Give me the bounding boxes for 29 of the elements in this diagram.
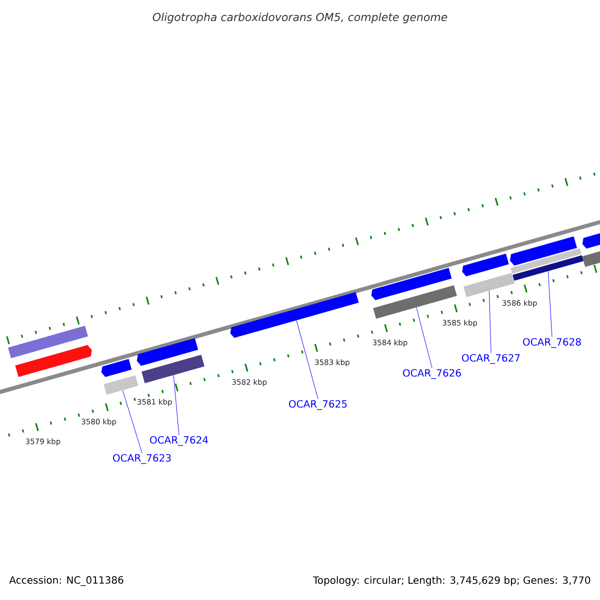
gene-feature (8, 326, 88, 358)
gene-feature (463, 272, 515, 298)
gene-feature (142, 354, 204, 384)
gene-label: OCAR_7628 (523, 338, 581, 348)
gene-feature (371, 268, 452, 300)
gene-feature (104, 375, 138, 395)
gene-label: OCAR_7623 (113, 454, 171, 464)
leader-line (416, 307, 432, 368)
gene-feature (15, 344, 92, 378)
gene-feature (373, 285, 457, 319)
gene-feature (136, 338, 198, 366)
leader-line (296, 320, 318, 400)
leader-line (173, 374, 180, 436)
gene-label: OCAR_7627 (462, 354, 520, 364)
leader-line (488, 290, 492, 354)
gene-feature (462, 254, 509, 276)
gene-label: OCAR_7625 (289, 400, 347, 410)
leader-line (548, 270, 552, 338)
accession-text: Accession: NC_011386 (9, 576, 124, 586)
title: Oligotropha carboxidovorans OM5, complete genome (152, 12, 448, 24)
gene-feature (101, 358, 132, 378)
gene-feature (510, 248, 582, 274)
gene-feature (512, 255, 584, 281)
genome-info-text: Topology: circular; Length: 3,745,629 bp; Genes: 3,770 (312, 576, 590, 586)
gene-feature (230, 292, 359, 338)
gene-label: OCAR_7626 (403, 369, 461, 379)
leader-line (122, 390, 142, 454)
gene-label: OCAR_7624 (150, 436, 208, 446)
gene-feature (510, 236, 577, 266)
